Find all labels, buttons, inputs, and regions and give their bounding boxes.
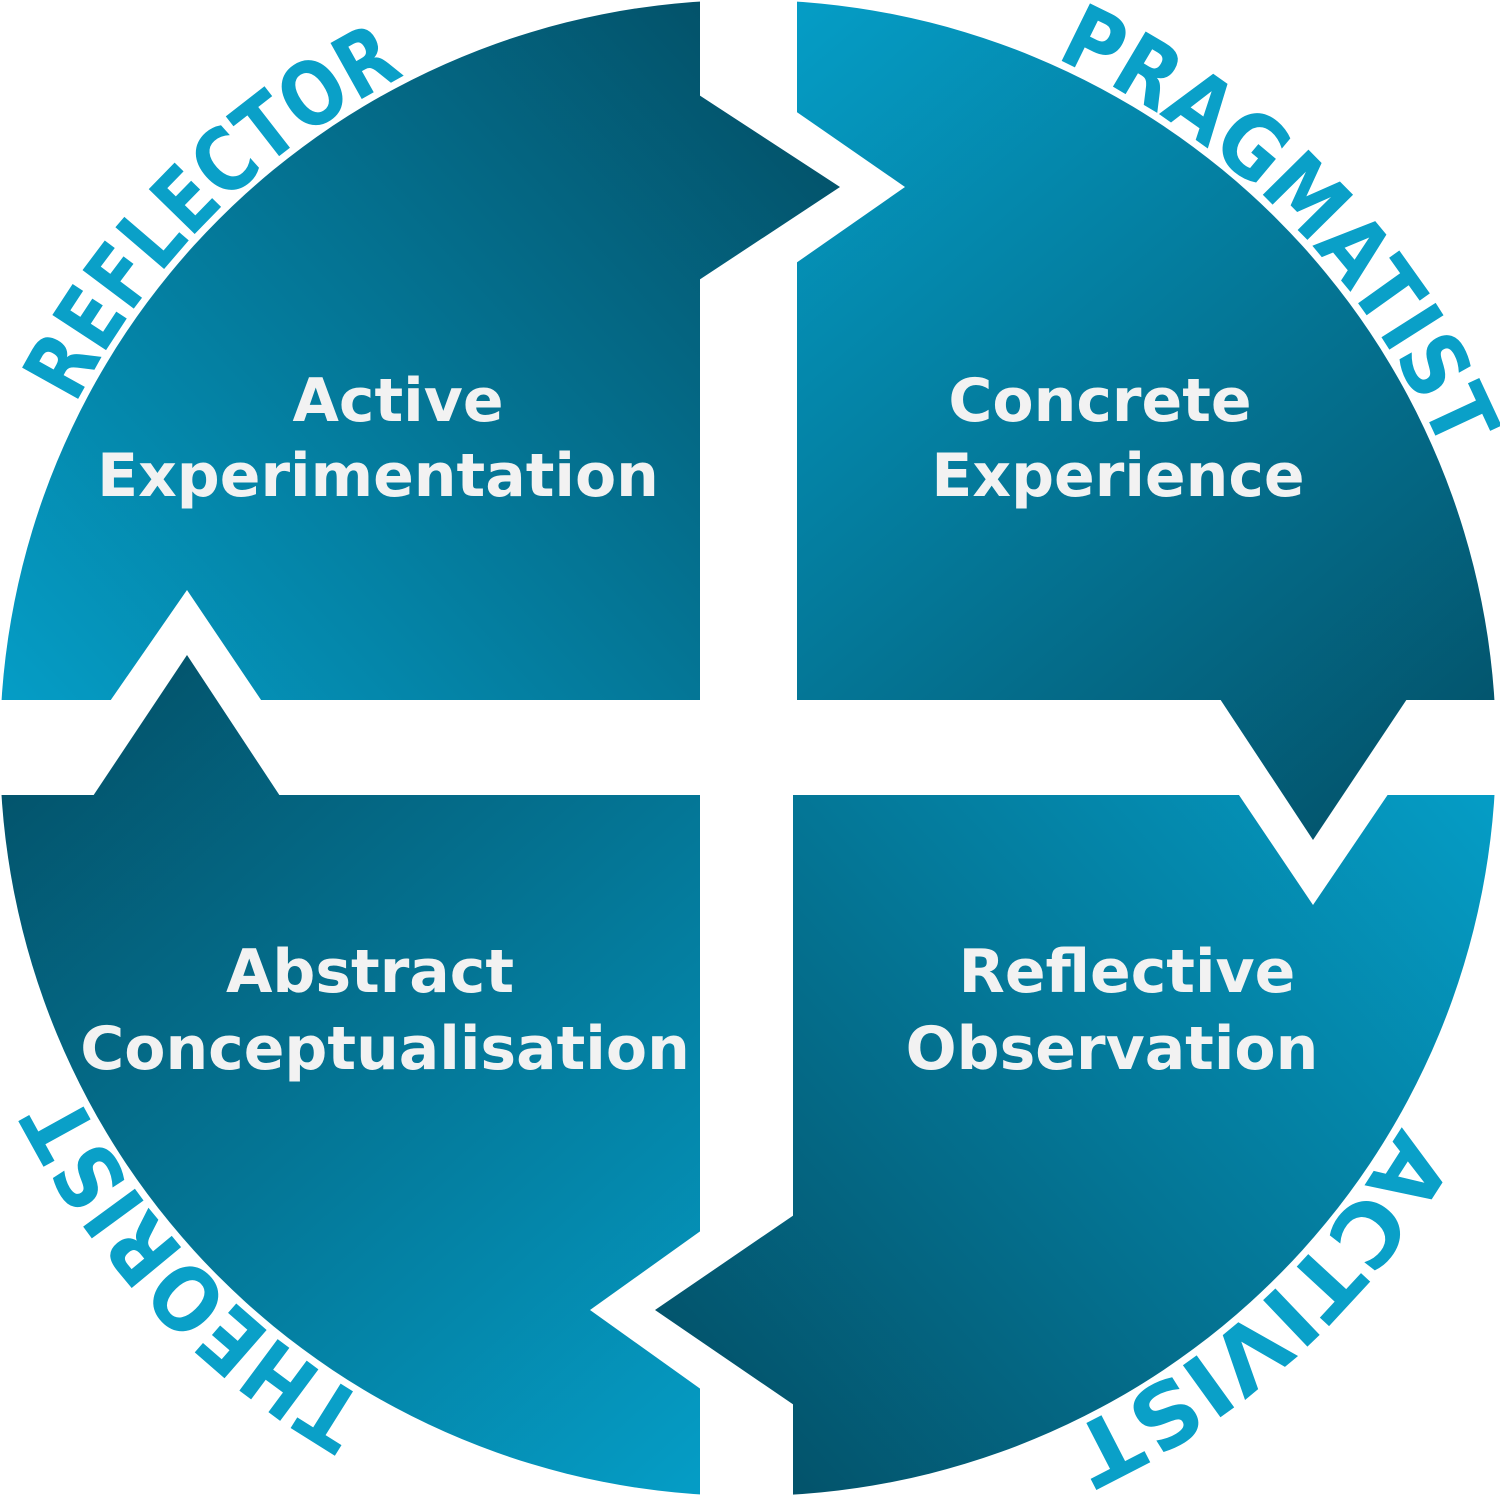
label-line: Concrete [948,366,1251,436]
arrow-right-icon [699,95,840,280]
quadrant-label-top-right: Concrete Experience [931,366,1304,511]
label-line: Reflective [959,937,1296,1007]
arrow-left-icon [655,1215,794,1405]
label-line: Conceptualisation [80,1014,690,1084]
label-line: Observation [906,1014,1319,1084]
arrow-up-icon [93,655,280,796]
quadrant-label-bottom-left: Abstract Conceptualisation [80,937,690,1084]
quadrant-label-top-left: Active Experimentation [97,366,659,511]
label-line: Experience [931,441,1304,511]
label-line: Experimentation [97,441,659,511]
label-line: Abstract [226,937,514,1007]
label-line: Active [292,366,503,436]
quadrant-label-bottom-right: Reflective Observation [906,937,1319,1084]
arrow-down-icon [1220,699,1407,840]
